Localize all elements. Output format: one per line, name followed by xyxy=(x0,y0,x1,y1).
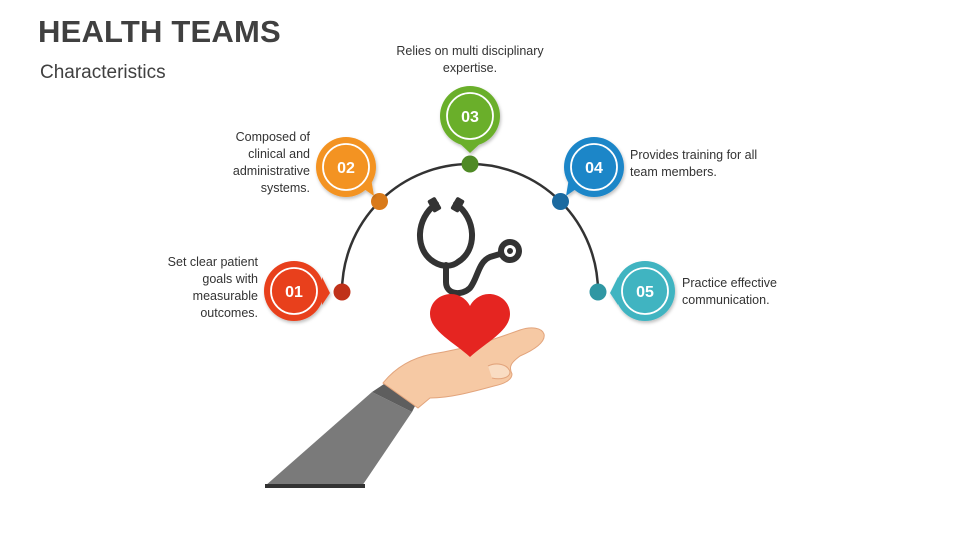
step-number-03: 03 xyxy=(461,109,479,126)
arc-dot-05 xyxy=(589,283,607,301)
stethoscope-icon xyxy=(417,197,522,297)
step-badge-04: 04 xyxy=(564,137,624,197)
step-description-02: Composed of clinical and administrative … xyxy=(232,130,310,195)
step-badge-01: 01 xyxy=(264,261,330,321)
step-number-01: 01 xyxy=(285,284,303,301)
hand-icon xyxy=(265,327,545,488)
step-description-05: Practice effective communication. xyxy=(682,276,777,307)
slide-title: HEALTH TEAMS xyxy=(38,14,281,49)
arc-dot-04 xyxy=(552,193,569,210)
step-description-04: Provides training for all team members. xyxy=(630,148,758,179)
step-number-05: 05 xyxy=(636,284,654,301)
step-description-01: Set clear patient goals with measurable … xyxy=(167,255,258,320)
step-number-04: 04 xyxy=(585,160,603,177)
step-badge-03: 03 xyxy=(440,86,500,153)
arc-dot-02 xyxy=(371,193,388,210)
step-number-02: 02 xyxy=(337,160,355,177)
heart-icon xyxy=(430,294,510,357)
arc-dot-01 xyxy=(333,283,351,301)
step-badge-02: 02 xyxy=(316,137,376,197)
step-badge-05: 05 xyxy=(610,261,675,321)
slide-subtitle: Characteristics xyxy=(40,62,166,83)
arc-dot-03 xyxy=(461,155,479,173)
step-description-03: Relies on multi disciplinary expertise. xyxy=(396,44,544,75)
